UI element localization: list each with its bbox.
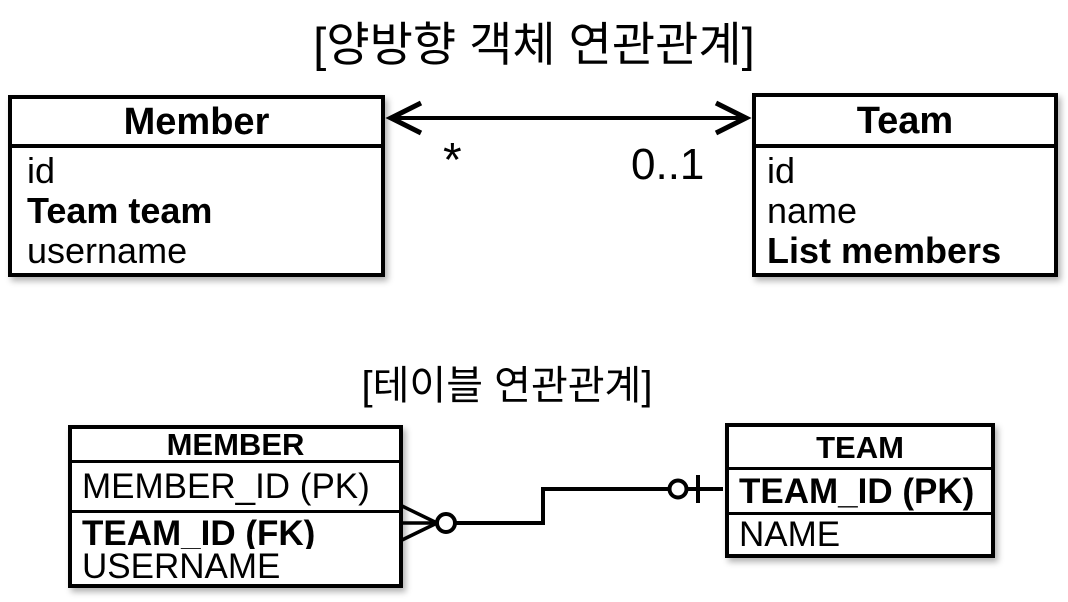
class-field-list-members: List members xyxy=(767,230,1002,271)
table-row-username: USERNAME xyxy=(82,549,281,586)
class-box-team: Team id name List members xyxy=(752,93,1058,277)
table-row-name: NAME xyxy=(739,515,841,554)
class-field-username: username xyxy=(27,230,188,271)
class-fields-team: id name List members xyxy=(756,148,1054,271)
multiplicity-zero-or-one-label: 0..1 xyxy=(631,140,705,189)
table-header-member: MEMBER xyxy=(72,429,399,463)
class-field-id: id xyxy=(27,150,56,191)
table-header-team: TEAM xyxy=(729,427,991,470)
table-row-team-id-pk: TEAM_ID (PK) xyxy=(729,470,991,515)
class-title-member: Member xyxy=(12,99,381,148)
table-row-member-id-pk: MEMBER_ID (PK) xyxy=(72,463,399,513)
table-row-team-id-fk: TEAM_ID (FK) xyxy=(82,514,316,550)
class-field-team-team: Team team xyxy=(27,190,213,231)
class-field-team-id: id xyxy=(767,150,796,191)
object-diagram-title: [양방향 객체 연관관계] xyxy=(313,18,755,71)
multiplicity-many-label: * xyxy=(443,134,462,187)
table-box-team: TEAM TEAM_ID (PK) NAME xyxy=(725,423,995,558)
table-box-member: MEMBER MEMBER_ID (PK) TEAM_ID (FK) USERN… xyxy=(68,425,403,588)
many-optional-end-icon xyxy=(401,504,438,542)
class-title-team: Team xyxy=(756,97,1054,148)
crowsfoot-relationship-line xyxy=(401,475,723,542)
class-field-team-name: name xyxy=(767,190,858,231)
class-fields-member: id Team team username xyxy=(12,148,381,271)
one-optional-end-icon xyxy=(667,475,723,503)
bidirectional-arrow-icon xyxy=(385,100,752,136)
class-box-member: Member id Team team username xyxy=(8,95,385,277)
table-diagram-title: [테이블 연관관계] xyxy=(361,364,653,408)
